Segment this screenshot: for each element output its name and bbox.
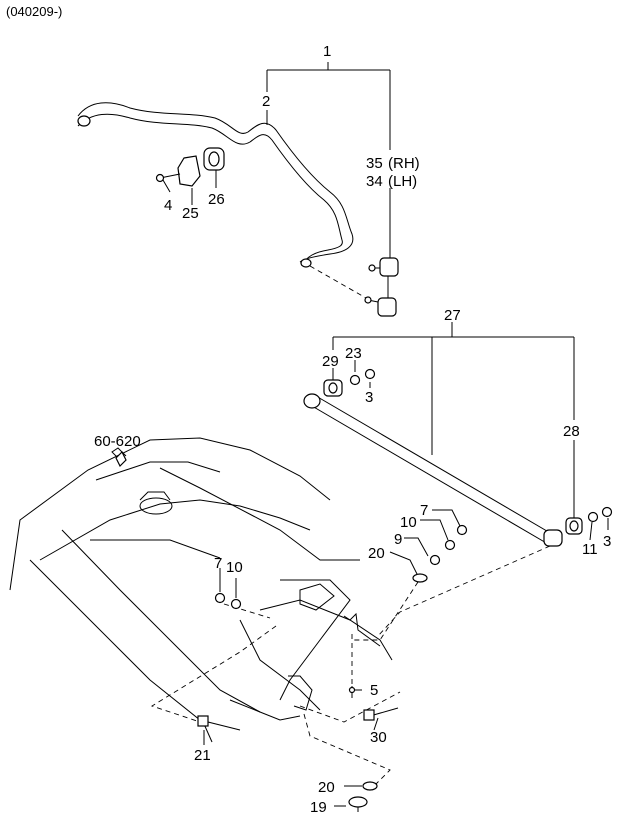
leader-lines [162, 62, 609, 807]
callout-3a: 3 [365, 389, 373, 406]
rod-bushings-nuts [323, 368, 613, 583]
callout-34-side: (LH) [388, 173, 417, 190]
callout-11: 11 [582, 541, 598, 558]
callout-30: 30 [370, 729, 387, 746]
callout-27: 27 [444, 307, 461, 324]
callout-10b: 10 [226, 559, 243, 576]
callout-2: 2 [262, 93, 270, 110]
callout-35-side: (RH) [388, 155, 420, 172]
callout-28: 28 [563, 423, 580, 440]
callout-4: 4 [164, 197, 172, 214]
callout-3b: 3 [603, 533, 611, 550]
callout-60-620: 60-620 [94, 433, 141, 450]
callout-21: 21 [194, 747, 211, 764]
callout-19: 19 [310, 799, 327, 816]
callout-9: 9 [394, 531, 402, 548]
vehicle-frame [9, 437, 393, 731]
callout-7b: 7 [214, 555, 222, 572]
callout-1: 1 [323, 43, 331, 60]
callout-labels: 1 2 35 (RH) 34 (LH) 4 25 26 27 29 23 3 2… [94, 43, 611, 816]
lateral-rod [303, 393, 563, 547]
stabilizer-link [309, 257, 399, 317]
callout-23: 23 [345, 345, 362, 362]
callout-20a: 20 [368, 545, 385, 562]
dashed-connectors [150, 545, 551, 791]
diagram-code: (040209-) [6, 4, 63, 19]
callout-35: 35 [366, 155, 383, 172]
callout-10a: 10 [400, 514, 417, 531]
callout-5: 5 [370, 682, 378, 699]
stabilizer-bar [77, 102, 354, 268]
callout-34: 34 [366, 173, 383, 190]
callout-25: 25 [182, 205, 199, 222]
callout-26: 26 [208, 191, 225, 208]
frame-bolts [115, 450, 399, 812]
callout-7a: 7 [420, 502, 428, 519]
stabilizer-bushing-bracket [155, 147, 225, 187]
callout-29: 29 [322, 353, 339, 370]
callout-20b: 20 [318, 779, 335, 796]
